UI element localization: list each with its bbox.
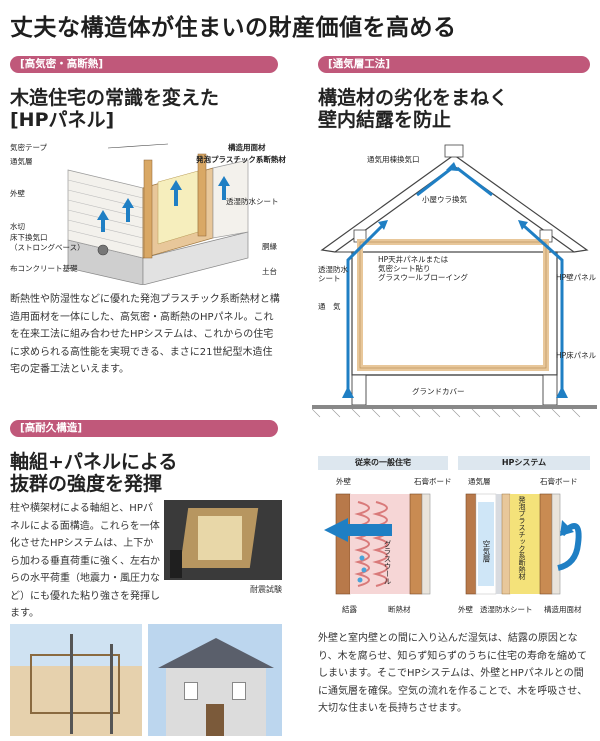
label-sill: 胴縁 [262,242,277,251]
section-tag-ventilation: [通気層工法] [318,56,590,73]
page-title: 丈夫な構造体が住まいの財産価値を高める [10,15,457,41]
label-airtight-tape: 気密テープ [10,143,48,152]
label-concrete-base: 布コンクリート基礎 [10,264,78,273]
hp-label-moisture-sheet: 透湿防水シート [480,605,533,614]
label-attic-vent: 小屋ウラ換気 [422,195,467,204]
conventional-house-heading: 従来の一般住宅 [318,456,448,470]
section-tag-airtight: [高気密・高断熱] [10,56,278,73]
conv-label-exterior: 外壁 [336,477,351,486]
label-ceiling-panel-3: グラスウールブローイング [378,273,468,282]
label-insulation: 発泡プラスチック系断熱材 [196,155,286,164]
comparison-body-text: 外壁と室内壁との間に入り込んだ湿気は、結露の原因となり、木を腐らせ、知らず知らず… [318,633,588,714]
conventional-wall-diagram [324,493,431,595]
label-moisture-sheet-1: 透湿防水 [318,265,348,274]
conv-label-insulation: 断熱材 [388,605,411,614]
hp-label-foam: 発泡プラスチック系断熱材 [518,496,526,580]
finished-house-photo [148,624,282,736]
label-moisture-sheet-2: シート [318,274,341,283]
label-moisture-sheet: 透湿防水シート [226,197,279,206]
hp-label-vent-layer: 通気層 [468,477,491,486]
airtight-body-text: 断熱性や防湿性などに優れた発泡プラスチック系断熱材と構造用面材を一体にした、高気… [10,294,280,375]
label-sill-plate: 土台 [262,267,277,276]
label-airflow: 通 気 [318,302,341,311]
conv-label-glasswool: グラスウール [383,540,392,585]
label-structural-board: 構造用面材 [228,143,266,152]
conv-label-condensation: 結露 [342,605,357,614]
durability-heading-line1: 軸組+パネルによる [10,451,178,473]
conv-label-gypsum: 石膏ボード [414,477,452,486]
durability-body-text: 柱や横架材による軸組と、HPパネルによる面構造。これらを一体化させたHPシステム… [10,503,160,619]
section-tag-durability: [高耐久構造] [10,420,278,437]
airtight-heading-line2: [HPパネル] [10,109,115,131]
durability-heading-line2: 抜群の強度を発揮 [10,473,163,495]
label-vent-layer: 通気層 [10,157,33,166]
hp-system-heading: HPシステム [458,456,590,470]
framing-construction-photo [10,624,142,736]
hp-label-exterior: 外壁 [458,605,473,614]
hp-label-structural-board: 構造用面材 [544,605,582,614]
label-ceiling-panel-1: HP天井パネルまたは [378,255,449,264]
seismic-test-photo [164,500,282,580]
label-floor-vent-2: （ストロングベース） [10,243,85,252]
hp-label-air-layer: 空気層 [482,540,491,563]
label-exterior-wall: 外壁 [10,189,25,198]
ventilation-heading-line1: 構造材の劣化をまねく [318,87,509,109]
label-ground-cover: グランドカバー [412,387,465,396]
ventilation-heading-line2: 壁内結露を防止 [318,109,452,131]
hp-system-wall-diagram [465,493,582,595]
hp-panel-cutaway-diagram [67,143,249,285]
label-floor-vent: 床下換気口 [10,233,48,242]
label-ceiling-panel-2: 気密シート貼り [378,264,431,273]
label-ridge-vent: 通気用棟換気口 [367,155,420,164]
seismic-test-caption: 耐震試験 [250,585,282,594]
label-wall-panel: HP壁パネル [556,273,597,282]
label-floor-panel: HP床パネル [556,351,597,360]
airtight-heading-line1: 木造住宅の常識を変えた [10,87,220,109]
hp-label-gypsum: 石膏ボード [540,477,578,486]
label-water-cut: 水切 [10,222,25,231]
house-cross-section-diagram [312,144,597,418]
